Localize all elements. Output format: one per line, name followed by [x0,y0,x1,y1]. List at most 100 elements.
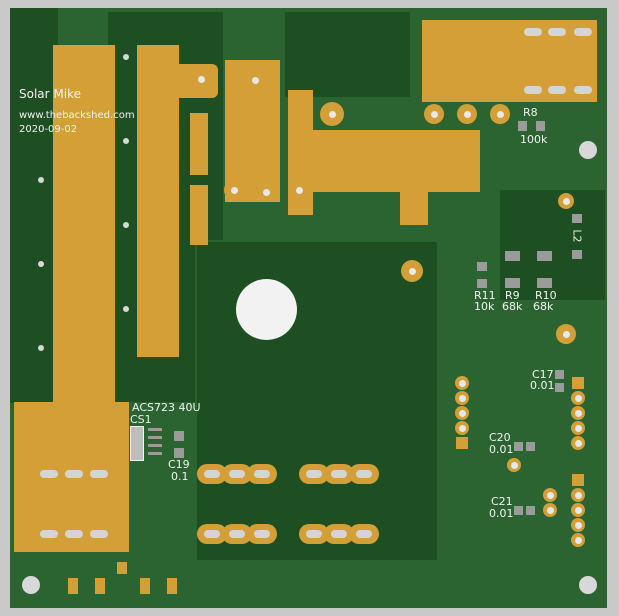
header-pin [571,421,585,435]
ref-label: C21 [491,495,513,508]
value-label: 10k [474,300,495,313]
C19-pad [174,431,184,441]
header-pin [455,391,469,405]
ref-label: R10 [535,289,557,302]
header-pin [571,436,585,450]
slot [524,28,542,36]
smd-pad [140,578,150,594]
oval-pad [222,464,252,484]
value-label: 0.01 [489,507,514,520]
oval-pad [222,524,252,544]
value-label: 0.1 [171,470,189,483]
C17-pad [555,370,564,379]
C21-pad [526,506,535,515]
pad [457,104,477,124]
ref-label: C20 [489,431,511,444]
ref-label: R9 [505,289,520,302]
mounting-hole [579,141,597,159]
pad [320,102,344,126]
C19-pad [174,448,184,458]
header-pin [571,518,585,532]
pad [224,180,244,200]
via [116,299,136,319]
slot [65,530,83,538]
oval-pad [324,464,354,484]
copper-pour [295,130,480,192]
R8-pad [518,121,527,131]
C20-pad [514,442,523,451]
copper-pour [400,180,428,225]
header-pin [571,391,585,405]
oval-pad [299,524,329,544]
slot [548,86,566,94]
smd-pad [68,578,78,594]
mounting-hole-large [236,279,297,340]
via [31,254,51,274]
pad [543,488,557,502]
cs1-pin [148,428,162,431]
pad [507,458,521,472]
oval-pad [349,464,379,484]
smd-pad [95,578,105,594]
via [31,338,51,358]
ref-label: R11 [474,289,496,302]
header-pin [571,533,585,547]
cs1-ic-body [130,426,144,461]
value-label: 68k [533,300,554,313]
slot [40,470,58,478]
C21-pad [514,506,523,515]
header-pin [455,421,469,435]
slot [524,86,542,94]
oval-pad [349,524,379,544]
pad [256,182,276,202]
oval-pad [299,464,329,484]
via [116,131,136,151]
author-label: Solar Mike [19,87,81,101]
date-label: 2020-09-02 [19,124,78,135]
smd-pad [117,562,127,574]
smd-pad [167,578,177,594]
pad [401,260,423,282]
slot [548,28,566,36]
header-pin-square [572,474,584,486]
C20-pad [526,442,535,451]
slot [574,86,592,94]
ref-label: C17 [532,368,554,381]
oval-pad [197,464,227,484]
header-pin [571,406,585,420]
value-label: 100k [520,133,548,146]
cs1-pin [148,452,162,455]
pad [289,180,309,200]
header-pin [571,503,585,517]
copper-pour [190,113,208,175]
via [116,47,136,67]
R11-pad [477,279,487,288]
slot [40,530,58,538]
oval-pad [197,524,227,544]
website-label: www.thebackshed.com [19,110,135,121]
ref-label: L2 [570,229,584,243]
pad [543,503,557,517]
ic-part-label: ACS723 40U [132,401,201,414]
copper-pour [190,185,208,245]
L2-pad [572,250,582,259]
R10-pad [537,278,552,288]
slot [90,530,108,538]
cs1-pin [148,444,162,447]
oval-pad [324,524,354,544]
R9-pad [505,278,520,288]
pad [556,324,576,344]
header-pin [455,406,469,420]
R10-pad [537,251,552,261]
copper-pour [422,20,597,102]
slot [90,470,108,478]
ref-label: R8 [523,106,538,119]
R11-pad [477,262,487,271]
via [116,215,136,235]
mounting-hole [22,576,40,594]
pad [558,193,574,209]
C17-pad [555,383,564,392]
oval-pad [247,464,277,484]
pad [190,68,212,90]
